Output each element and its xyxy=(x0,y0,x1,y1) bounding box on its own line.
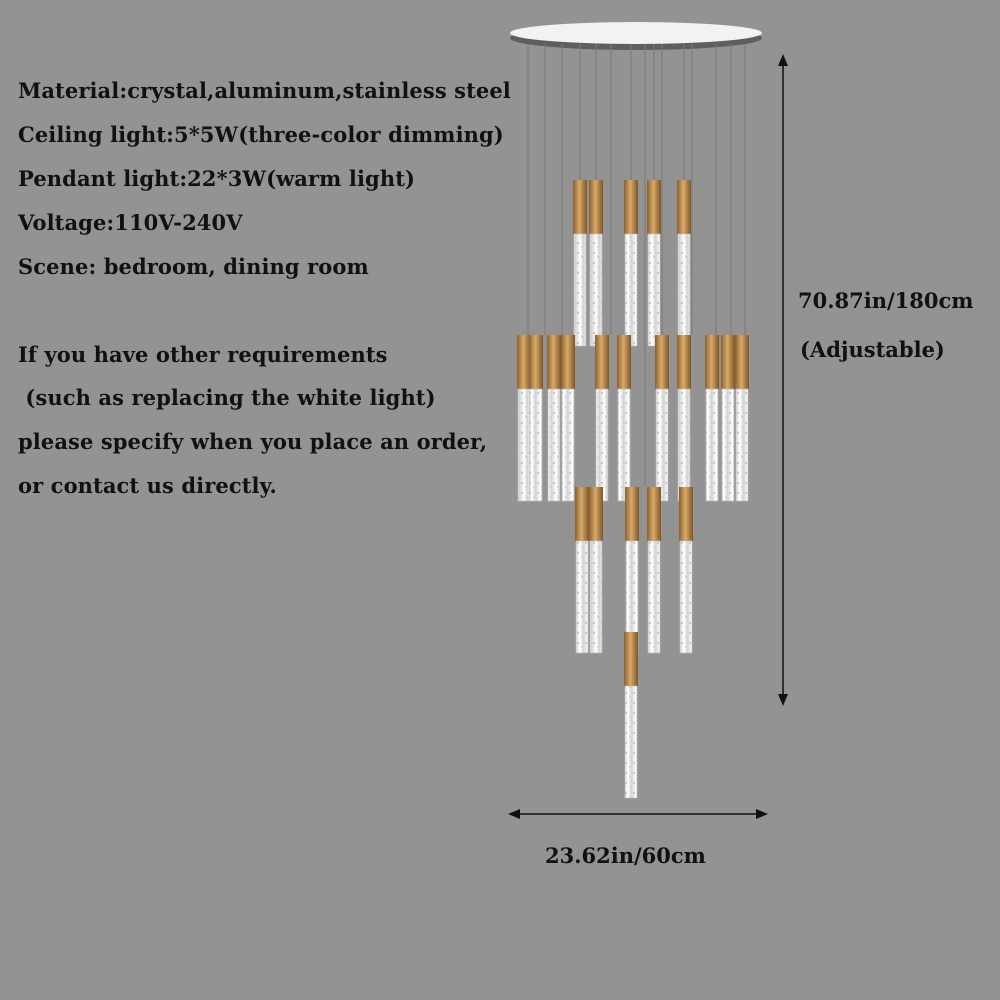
pendant-crystal-tube xyxy=(547,388,561,502)
pendant-crystal-tube xyxy=(573,233,587,347)
pendant-crystal-tube xyxy=(721,388,735,502)
pendant-rod xyxy=(705,335,719,502)
pendant-crystal-tube xyxy=(705,388,719,502)
pendant-crystal-tube xyxy=(529,388,543,502)
pendant-rod xyxy=(647,180,661,347)
pendant-gold-cap xyxy=(721,335,735,389)
pendant-rod xyxy=(677,335,691,502)
pendant-gold-cap xyxy=(617,335,631,389)
pendant-gold-cap xyxy=(624,180,638,234)
pendant-gold-cap xyxy=(547,335,561,389)
pendant-crystal-tube xyxy=(624,685,638,799)
pendant-gold-cap xyxy=(679,487,693,541)
pendant-crystal-tube xyxy=(677,388,691,502)
pendant-crystal-tube xyxy=(647,233,661,347)
pendant-gold-cap xyxy=(625,487,639,541)
pendant-rod xyxy=(655,335,669,502)
suspension-wires xyxy=(527,44,746,485)
pendant-rod xyxy=(589,180,603,347)
pendant-gold-cap xyxy=(705,335,719,389)
spec-ceiling-light: Ceiling light:5*5W(three-color dimming) xyxy=(18,122,504,147)
pendant-crystal-tube xyxy=(589,233,603,347)
pendant-crystal-tube xyxy=(595,388,609,502)
pendant-crystal-tube xyxy=(517,388,531,502)
pendant-rod xyxy=(721,335,735,502)
pendant-rod xyxy=(647,487,661,654)
note-line-4: or contact us directly. xyxy=(18,473,277,498)
pendant-lights xyxy=(517,180,749,799)
spec-pendant-light: Pendant light:22*3W(warm light) xyxy=(18,166,416,191)
pendant-rod xyxy=(679,487,693,654)
pendant-rod xyxy=(617,335,631,502)
pendant-gold-cap xyxy=(561,335,575,389)
pendant-rod xyxy=(624,180,638,347)
pendant-gold-cap xyxy=(573,180,587,234)
pendant-crystal-tube xyxy=(677,233,691,347)
pendant-rod xyxy=(595,335,609,502)
spec-scene: Scene: bedroom, dining room xyxy=(18,254,369,279)
pendant-gold-cap xyxy=(735,335,749,389)
pendant-rod xyxy=(735,335,749,502)
ceiling-canopy xyxy=(510,22,762,50)
pendant-gold-cap xyxy=(589,180,603,234)
pendant-crystal-tube xyxy=(617,388,631,502)
pendant-crystal-tube xyxy=(647,540,661,654)
pendant-gold-cap xyxy=(647,487,661,541)
spec-material: Material:crystal,aluminum,stainless stee… xyxy=(18,78,511,103)
pendant-crystal-tube xyxy=(679,540,693,654)
pendant-crystal-tube xyxy=(589,540,603,654)
pendant-gold-cap xyxy=(575,487,589,541)
pendant-rod xyxy=(624,632,638,799)
note-line-2: (such as replacing the white light) xyxy=(18,385,436,410)
pendant-crystal-tube xyxy=(575,540,589,654)
pendant-rod xyxy=(677,180,691,347)
pendant-gold-cap xyxy=(595,335,609,389)
pendant-crystal-tube xyxy=(624,233,638,347)
pendant-gold-cap xyxy=(517,335,531,389)
pendant-crystal-tube xyxy=(561,388,575,502)
pendant-rod xyxy=(517,335,531,502)
pendant-crystal-tube xyxy=(735,388,749,502)
height-adjustable-note: (Adjustable) xyxy=(800,337,945,362)
height-dimension-label: 70.87in/180cm xyxy=(798,288,974,313)
pendant-gold-cap xyxy=(647,180,661,234)
height-dimension-arrow xyxy=(778,54,788,706)
pendant-gold-cap xyxy=(589,487,603,541)
pendant-crystal-tube xyxy=(655,388,669,502)
note-line-1: If you have other requirements xyxy=(18,342,388,367)
pendant-rod xyxy=(529,335,543,502)
pendant-rod xyxy=(573,180,587,347)
spec-voltage: Voltage:110V-240V xyxy=(18,210,243,235)
note-line-3: please specify when you place an order, xyxy=(18,429,488,454)
pendant-gold-cap xyxy=(655,335,669,389)
width-dimension-arrow xyxy=(508,809,768,819)
pendant-gold-cap xyxy=(624,632,638,686)
pendant-rod xyxy=(589,487,603,654)
pendant-rod xyxy=(575,487,589,654)
pendant-rod xyxy=(625,487,639,654)
width-dimension-label: 23.62in/60cm xyxy=(545,843,706,868)
pendant-rod xyxy=(561,335,575,502)
pendant-gold-cap xyxy=(677,180,691,234)
pendant-gold-cap xyxy=(677,335,691,389)
pendant-gold-cap xyxy=(529,335,543,389)
pendant-rod xyxy=(547,335,561,502)
